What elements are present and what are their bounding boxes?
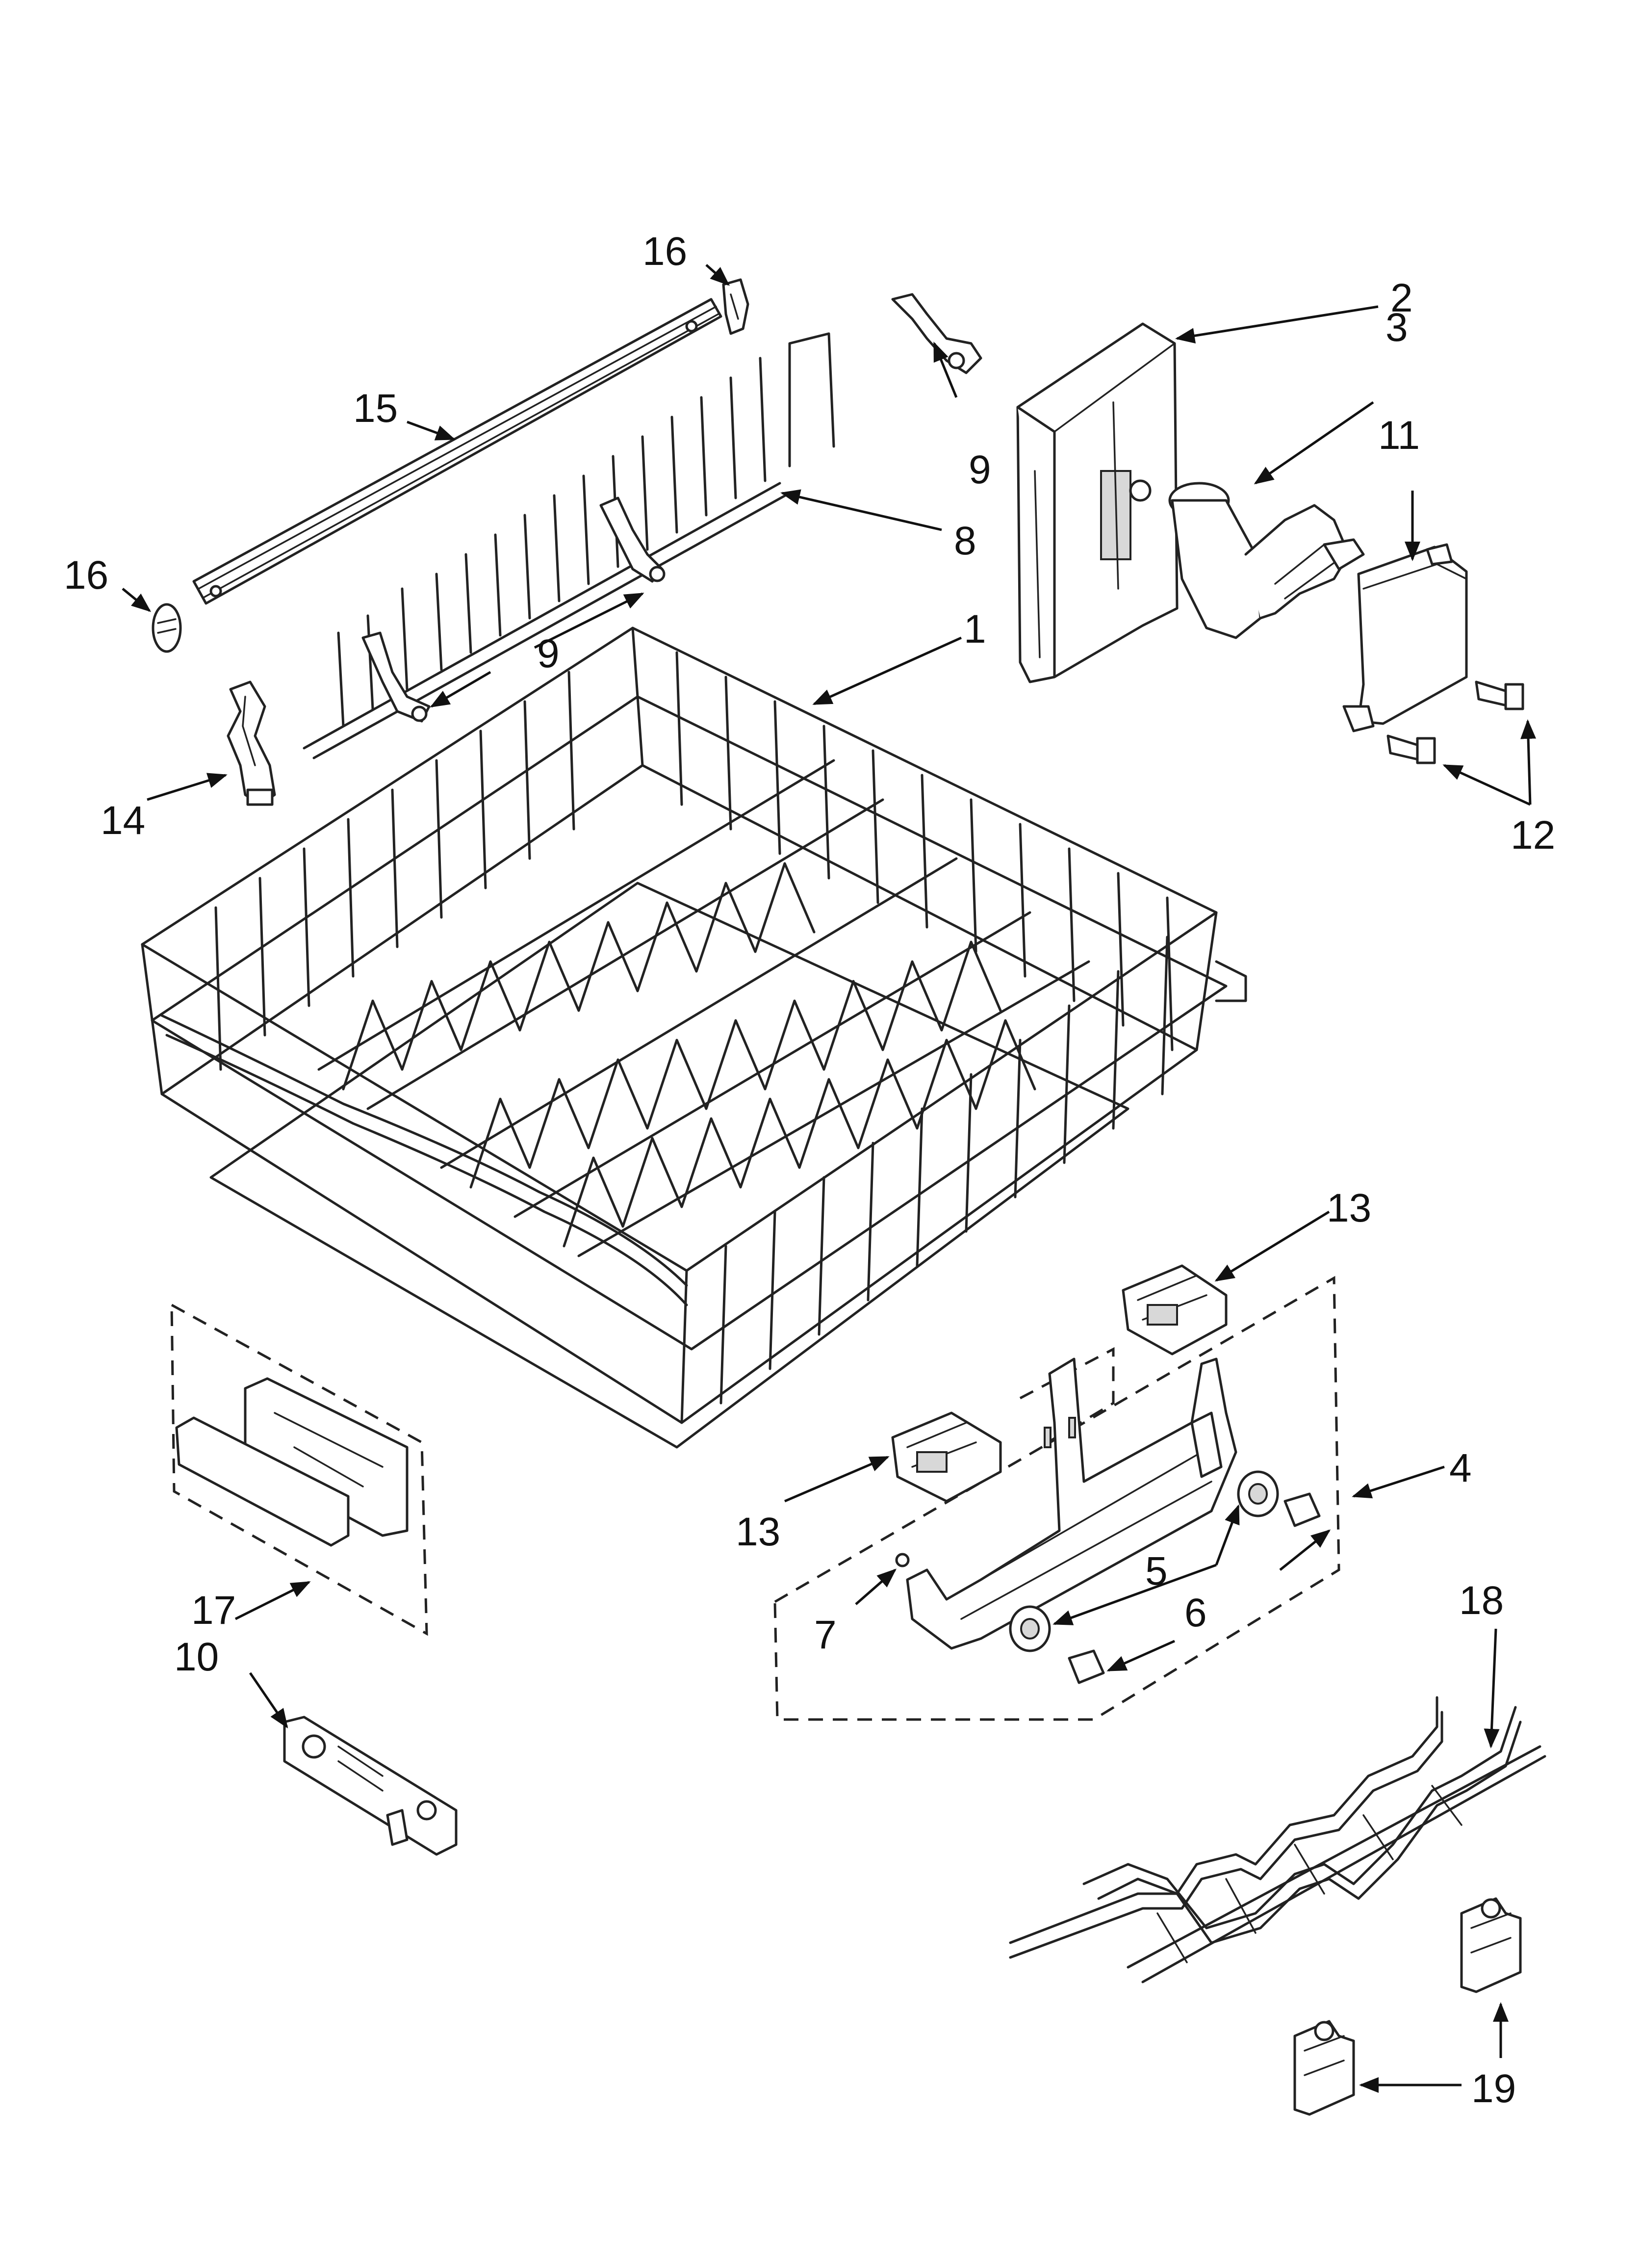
part-2-adjuster-housing [1016, 322, 1179, 683]
callout-8: 8 [954, 519, 976, 563]
callout-16-left: 16 [64, 553, 108, 598]
callout-15: 15 [353, 386, 398, 431]
callout-9-top: 9 [969, 447, 991, 492]
callout-6: 6 [1184, 1590, 1207, 1635]
part-15-top-rail [192, 298, 722, 605]
part-9-clip-center [599, 496, 666, 583]
part-18-wire-assembly [1009, 1696, 1546, 1983]
callout-18: 18 [1459, 1578, 1504, 1623]
callout-3: 3 [1385, 305, 1408, 350]
part-16-end-cap-top [722, 278, 749, 335]
part-5-wheel-upper [1237, 1470, 1279, 1517]
part-9-clip-top [891, 293, 982, 374]
part-4-bracket-group [773, 1276, 1340, 1721]
callout-17: 17 [191, 1588, 236, 1633]
callout-13-upper: 13 [1327, 1186, 1371, 1230]
part-9-clip-left [361, 631, 431, 723]
part-3-adjuster-arm [1168, 482, 1365, 639]
part-6-axle-upper [1283, 1492, 1321, 1527]
callout-12: 12 [1511, 813, 1555, 858]
part-19-clip-upper [1460, 1897, 1522, 1993]
callout-9-center: 9 [537, 631, 560, 676]
part-19-clip-lower [1293, 2020, 1355, 2116]
callout-4: 4 [1449, 1446, 1472, 1490]
callout-labels: 16 15 16 9 8 9 1 2 3 11 12 14 13 13 4 5 … [64, 229, 1555, 2111]
part-13-clip-upper [1122, 1264, 1228, 1356]
callout-10: 10 [174, 1635, 219, 1679]
leader-lines [122, 264, 1537, 2093]
part-7-pin [895, 1553, 910, 1567]
callout-19: 19 [1471, 2066, 1516, 2111]
part-14-handle [227, 680, 276, 806]
part-5-wheel-lower [1009, 1605, 1051, 1652]
callout-1: 1 [964, 607, 986, 652]
part-1-upper-rack [141, 626, 1247, 1449]
part-17-trim-group [170, 1303, 428, 1636]
part-11-cover [1342, 543, 1468, 732]
callout-7: 7 [814, 1613, 837, 1657]
callout-5: 5 [1145, 1549, 1168, 1593]
part-12-screw-lower [1386, 734, 1436, 764]
callout-11: 11 [1378, 413, 1420, 458]
callout-16-top: 16 [642, 229, 687, 274]
part-6-axle-lower [1068, 1649, 1105, 1684]
part-12-screw-upper [1475, 680, 1524, 710]
callout-2: 2 [1390, 276, 1413, 320]
part-10-slider [283, 1716, 458, 1856]
callout-13-lower: 13 [736, 1510, 780, 1554]
part-8-tine-row [303, 332, 835, 759]
callout-14: 14 [101, 798, 145, 843]
part-13-clip-lower [891, 1411, 1002, 1503]
part-16-end-cap-left [152, 603, 182, 653]
